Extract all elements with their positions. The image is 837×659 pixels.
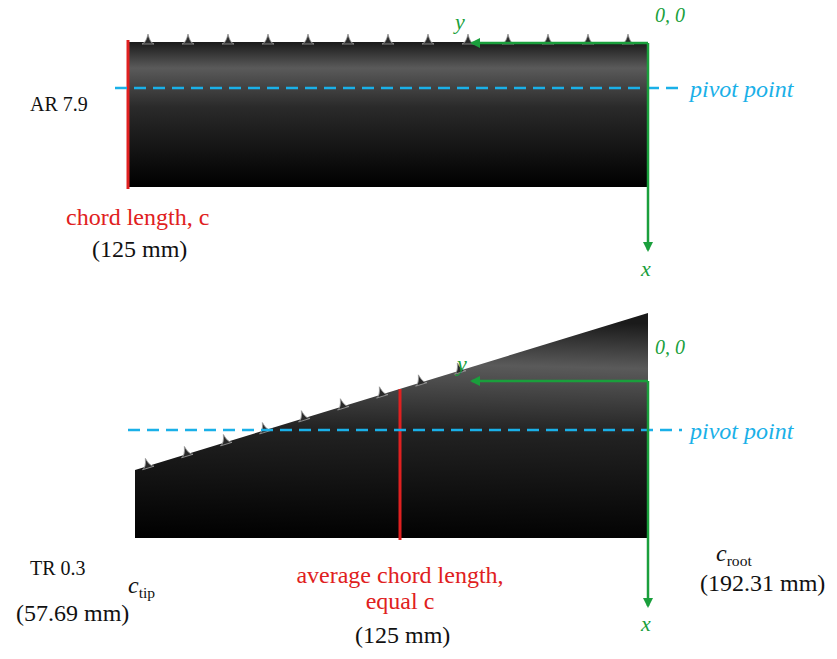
tubercle <box>296 409 310 422</box>
dimension-label: (125 mm) <box>92 236 187 262</box>
tubercle <box>382 34 394 44</box>
y-axis <box>472 42 648 45</box>
tubercle <box>222 34 234 44</box>
tubercle <box>422 34 434 44</box>
tubercle <box>342 34 354 44</box>
chord-line <box>127 40 130 189</box>
pivot-label: pivot point <box>690 418 793 444</box>
chord-line <box>399 389 402 540</box>
chord-label: chord length, c <box>66 204 209 230</box>
rectangular-wing <box>128 42 648 187</box>
origin-label: 0, 0 <box>655 336 685 358</box>
origin-label: 0, 0 <box>655 4 685 26</box>
dimension-label: (192.31 mm) <box>700 570 825 596</box>
y-axis <box>472 380 648 383</box>
tubercle <box>142 34 154 44</box>
dimension-label: (125 mm) <box>355 622 450 648</box>
tapered-wing <box>135 313 648 538</box>
root-chord-symbol: croot <box>716 540 752 569</box>
pivot-line <box>128 429 682 432</box>
aspect-ratio-label: AR 7.9 <box>30 93 88 115</box>
tubercle <box>413 373 427 386</box>
tubercle <box>262 34 274 44</box>
axis-label: x <box>641 257 651 281</box>
tubercles <box>140 361 466 470</box>
tubercle <box>335 397 349 410</box>
tubercle <box>179 445 193 458</box>
axis-label: y <box>455 10 465 34</box>
pivot-label: pivot point <box>690 76 793 102</box>
axis-label: x <box>641 612 651 636</box>
x-axis <box>647 43 650 250</box>
x-axis <box>647 381 650 606</box>
taper-ratio-label: TR 0.3 <box>30 557 86 579</box>
chord-label: average chord length, equal c <box>290 562 510 615</box>
dimension-label: (57.69 mm) <box>16 600 129 626</box>
tubercle <box>140 457 154 470</box>
pivot-line <box>115 87 682 90</box>
tubercle <box>302 34 314 44</box>
tubercle <box>257 421 271 434</box>
tubercle <box>218 433 232 446</box>
tip-chord-symbol: ctip <box>128 572 155 601</box>
axis-label: y <box>457 352 467 376</box>
tubercle <box>182 34 194 44</box>
tubercle <box>374 385 388 398</box>
